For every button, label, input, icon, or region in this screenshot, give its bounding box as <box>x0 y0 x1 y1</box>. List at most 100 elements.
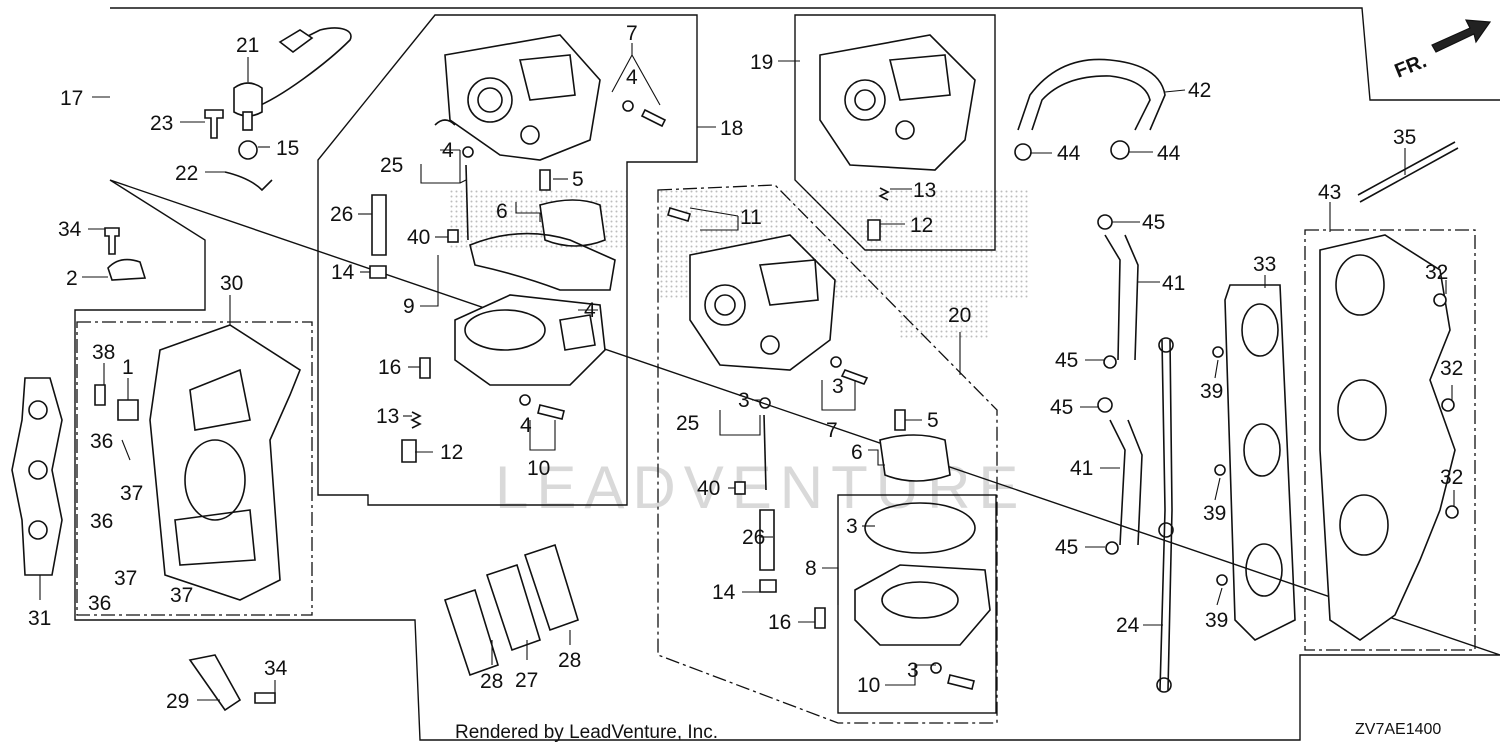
bolt-23 <box>204 109 224 139</box>
callout-40: 40 <box>407 226 430 249</box>
callout-39: 39 <box>1203 502 1226 525</box>
clip-45d <box>1105 541 1119 555</box>
float-chamber-8 <box>854 564 991 646</box>
callout-14: 14 <box>712 581 736 604</box>
fr-label: FR. <box>1392 50 1430 82</box>
callout-41: 41 <box>1162 272 1185 295</box>
float-6b <box>879 434 951 482</box>
screw-10b <box>947 674 975 690</box>
callout-13: 13 <box>913 179 936 202</box>
callout-21: 21 <box>236 34 259 57</box>
main-jet-14b <box>759 579 777 593</box>
callout-12: 12 <box>440 441 463 464</box>
callout-35: 35 <box>1393 126 1416 149</box>
callout-45: 45 <box>1142 211 1165 234</box>
callout-13: 13 <box>376 405 399 428</box>
clamp-22 <box>224 171 273 192</box>
callout-14: 14 <box>331 261 355 284</box>
hose-41b <box>1109 419 1143 546</box>
callout-16: 16 <box>768 611 791 634</box>
o-ring-3a <box>759 397 771 409</box>
callout-4: 4 <box>584 299 596 322</box>
callout-34: 34 <box>58 218 82 241</box>
callout-41: 41 <box>1070 457 1093 480</box>
callout-3: 3 <box>846 515 858 538</box>
hose-42 <box>1017 58 1166 131</box>
callout-4: 4 <box>626 66 638 89</box>
needle-25a <box>465 164 469 241</box>
callout-30: 30 <box>220 272 243 295</box>
screw-10a <box>537 404 565 420</box>
float-chamber-upper <box>454 294 606 386</box>
plug-44a <box>1014 143 1032 161</box>
callout-11: 11 <box>740 206 762 229</box>
collar-1 <box>117 399 139 421</box>
callout-1: 1 <box>122 356 134 379</box>
callout-37: 37 <box>114 567 137 590</box>
callout-7: 7 <box>826 419 838 442</box>
nut-32a <box>1433 293 1447 307</box>
carburetor-19 <box>819 34 976 171</box>
callout-40: 40 <box>697 477 720 500</box>
callout-29: 29 <box>166 690 189 713</box>
callout-3: 3 <box>832 375 844 398</box>
jet-40b <box>734 481 746 495</box>
o-ring-15 <box>238 140 258 160</box>
footer-credit: Rendered by LeadVenture, Inc. <box>455 722 718 743</box>
pin-39b <box>1214 464 1226 476</box>
callout-16: 16 <box>378 356 401 379</box>
callout-19: 19 <box>750 51 773 74</box>
callout-4: 4 <box>520 414 532 437</box>
gasket-33 <box>1224 284 1296 641</box>
gasket-9 <box>469 232 616 291</box>
nut-32c <box>1445 505 1459 519</box>
callout-37: 37 <box>120 482 143 505</box>
pin-39a <box>1212 346 1224 358</box>
callout-20: 20 <box>948 304 971 327</box>
insulator-28b <box>523 543 579 632</box>
float-6a <box>539 199 606 247</box>
hose-41a <box>1104 234 1139 361</box>
callout-33: 33 <box>1253 253 1276 276</box>
callout-25: 25 <box>676 412 699 435</box>
spring-13b <box>878 187 890 201</box>
callout-45: 45 <box>1055 536 1078 559</box>
needle-25b <box>763 414 767 491</box>
callout-numbers: 21 23 15 22 17 7 4 18 4 25 5 26 6 40 14 … <box>28 22 1463 713</box>
callout-27: 27 <box>515 669 538 692</box>
screw-7b <box>840 369 869 385</box>
callout-31: 31 <box>28 607 51 630</box>
o-ring-3b <box>830 356 842 368</box>
callout-43: 43 <box>1318 181 1341 204</box>
front-direction-arrow: FR. <box>1392 19 1492 83</box>
callout-5: 5 <box>927 409 939 432</box>
intake-manifold-43 <box>1319 234 1456 641</box>
callout-42: 42 <box>1188 79 1211 102</box>
o-ring-4a <box>622 100 634 112</box>
clip-45a <box>1097 214 1113 230</box>
callout-23: 23 <box>150 112 173 135</box>
throttle-body-30 <box>149 324 301 601</box>
diagram-code: ZV7AE1400 <box>1355 721 1441 738</box>
callout-37: 37 <box>170 584 193 607</box>
callout-36: 36 <box>88 592 111 615</box>
callout-38: 38 <box>92 341 115 364</box>
callout-36: 36 <box>90 510 113 533</box>
callout-3: 3 <box>738 389 750 412</box>
diagram-boundary <box>74 7 1500 741</box>
frame-carburetor-19 <box>794 14 996 251</box>
link-rod-24 <box>1159 339 1173 691</box>
o-ring-3d <box>930 662 942 674</box>
callout-45: 45 <box>1055 349 1078 372</box>
callout-8: 8 <box>805 557 817 580</box>
emulsion-tube-26a <box>371 194 387 256</box>
gasket-3c <box>864 502 976 554</box>
callout-26: 26 <box>742 526 765 549</box>
callout-32: 32 <box>1425 261 1448 284</box>
clamp-2 <box>107 258 147 281</box>
callout-34: 34 <box>264 657 288 680</box>
carburetor-20 <box>689 234 836 371</box>
callout-5: 5 <box>572 168 584 191</box>
callout-25: 25 <box>380 154 403 177</box>
